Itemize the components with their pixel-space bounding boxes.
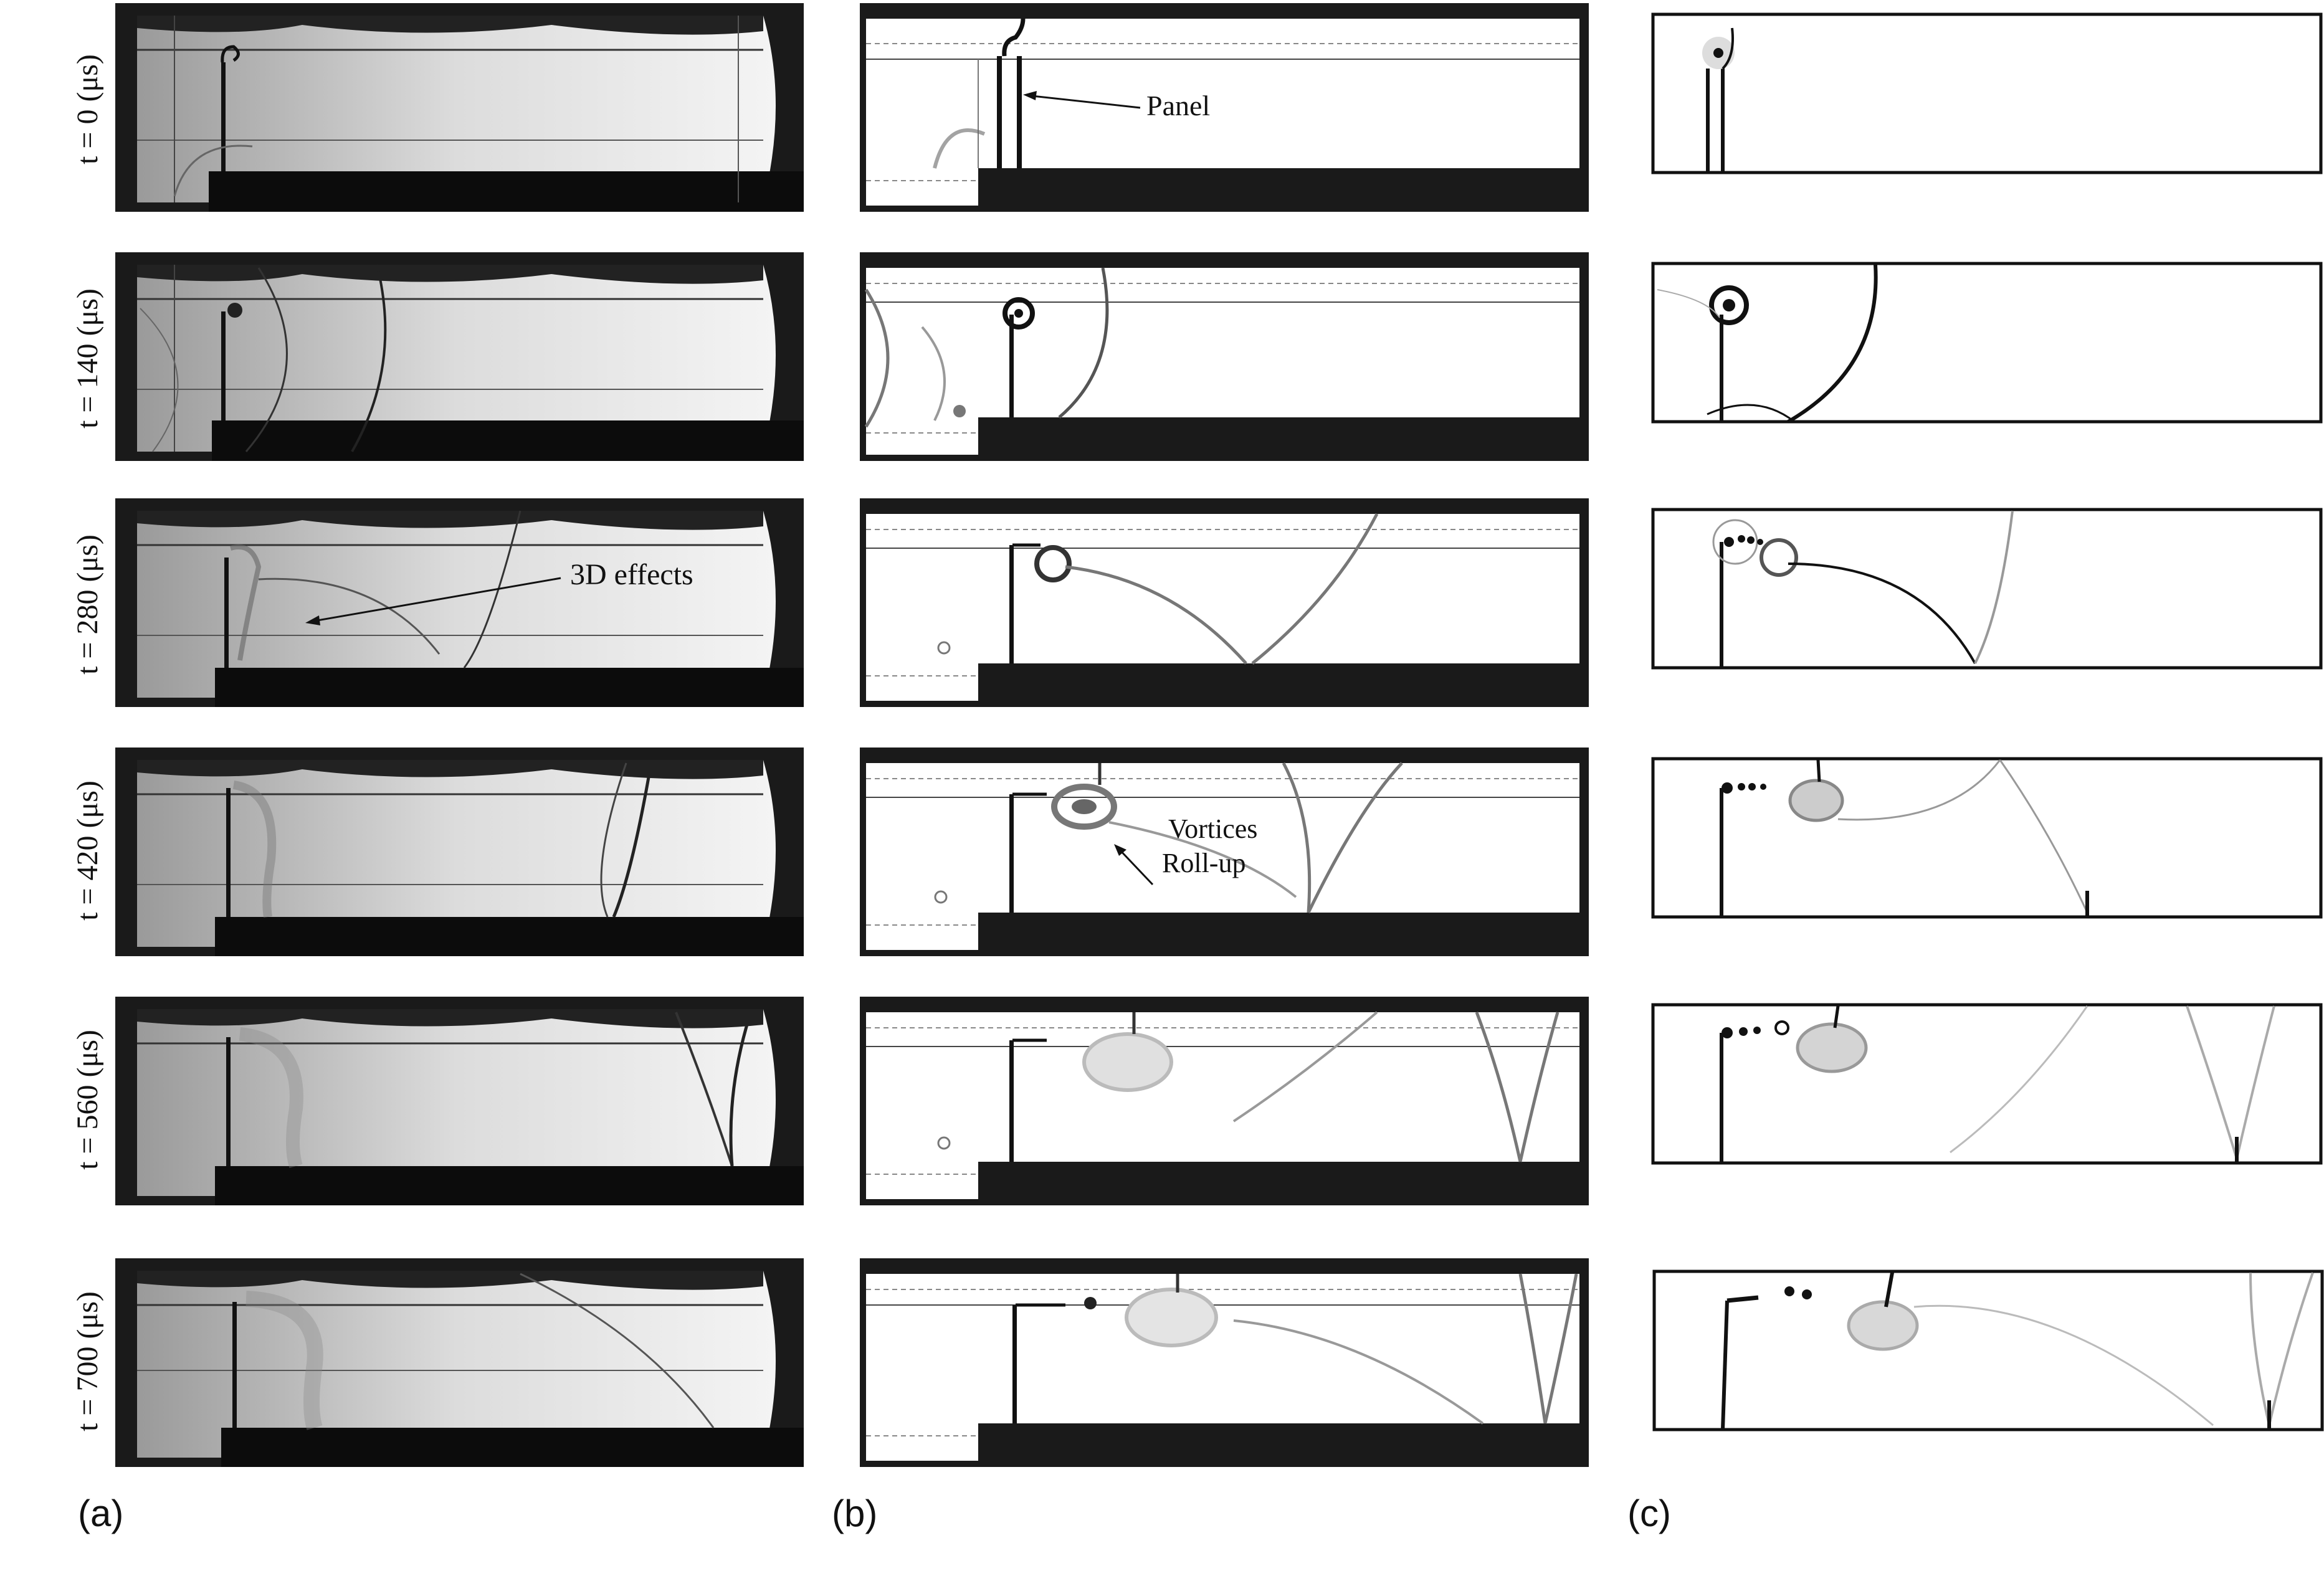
annotation-rollup: Roll-up bbox=[1162, 848, 1245, 878]
panel-a-row-280 bbox=[115, 498, 804, 707]
panel-c-row-280 bbox=[1651, 508, 2323, 670]
panel-b-row-700 bbox=[860, 1258, 1589, 1467]
annotation-3d-arrow bbox=[305, 577, 561, 625]
panel-b-row-280 bbox=[860, 498, 1589, 707]
panel-a-row-560 bbox=[115, 997, 804, 1205]
panel-c-row-140 bbox=[1651, 262, 2323, 424]
panel-c-row-700 bbox=[1652, 1270, 2324, 1431]
annotation-3d-effects: 3D effects bbox=[570, 558, 693, 591]
column-label-a: (a) bbox=[78, 1493, 124, 1534]
annotation-vortices: Vortices bbox=[1168, 814, 1257, 844]
panel-c-row-420 bbox=[1651, 757, 2323, 919]
panel-a-row-0 bbox=[115, 3, 804, 212]
column-label-b: (b) bbox=[832, 1493, 878, 1534]
panel-a-row-140 bbox=[115, 252, 804, 461]
panel-b-row-140 bbox=[860, 252, 1589, 461]
column-label-c: (c) bbox=[1627, 1493, 1671, 1534]
panel-b-row-560 bbox=[860, 997, 1589, 1205]
annotation-panel: Panel bbox=[1146, 90, 1210, 121]
panel-a-row-700 bbox=[115, 1258, 804, 1467]
panel-c-row-0 bbox=[1651, 12, 2323, 174]
panel-b-row-0: Panel bbox=[860, 3, 1589, 212]
panel-c-row-560 bbox=[1651, 1003, 2323, 1165]
panel-b-row-420: Vortices Roll-up bbox=[860, 748, 1589, 956]
panel-a-row-420 bbox=[115, 748, 804, 956]
